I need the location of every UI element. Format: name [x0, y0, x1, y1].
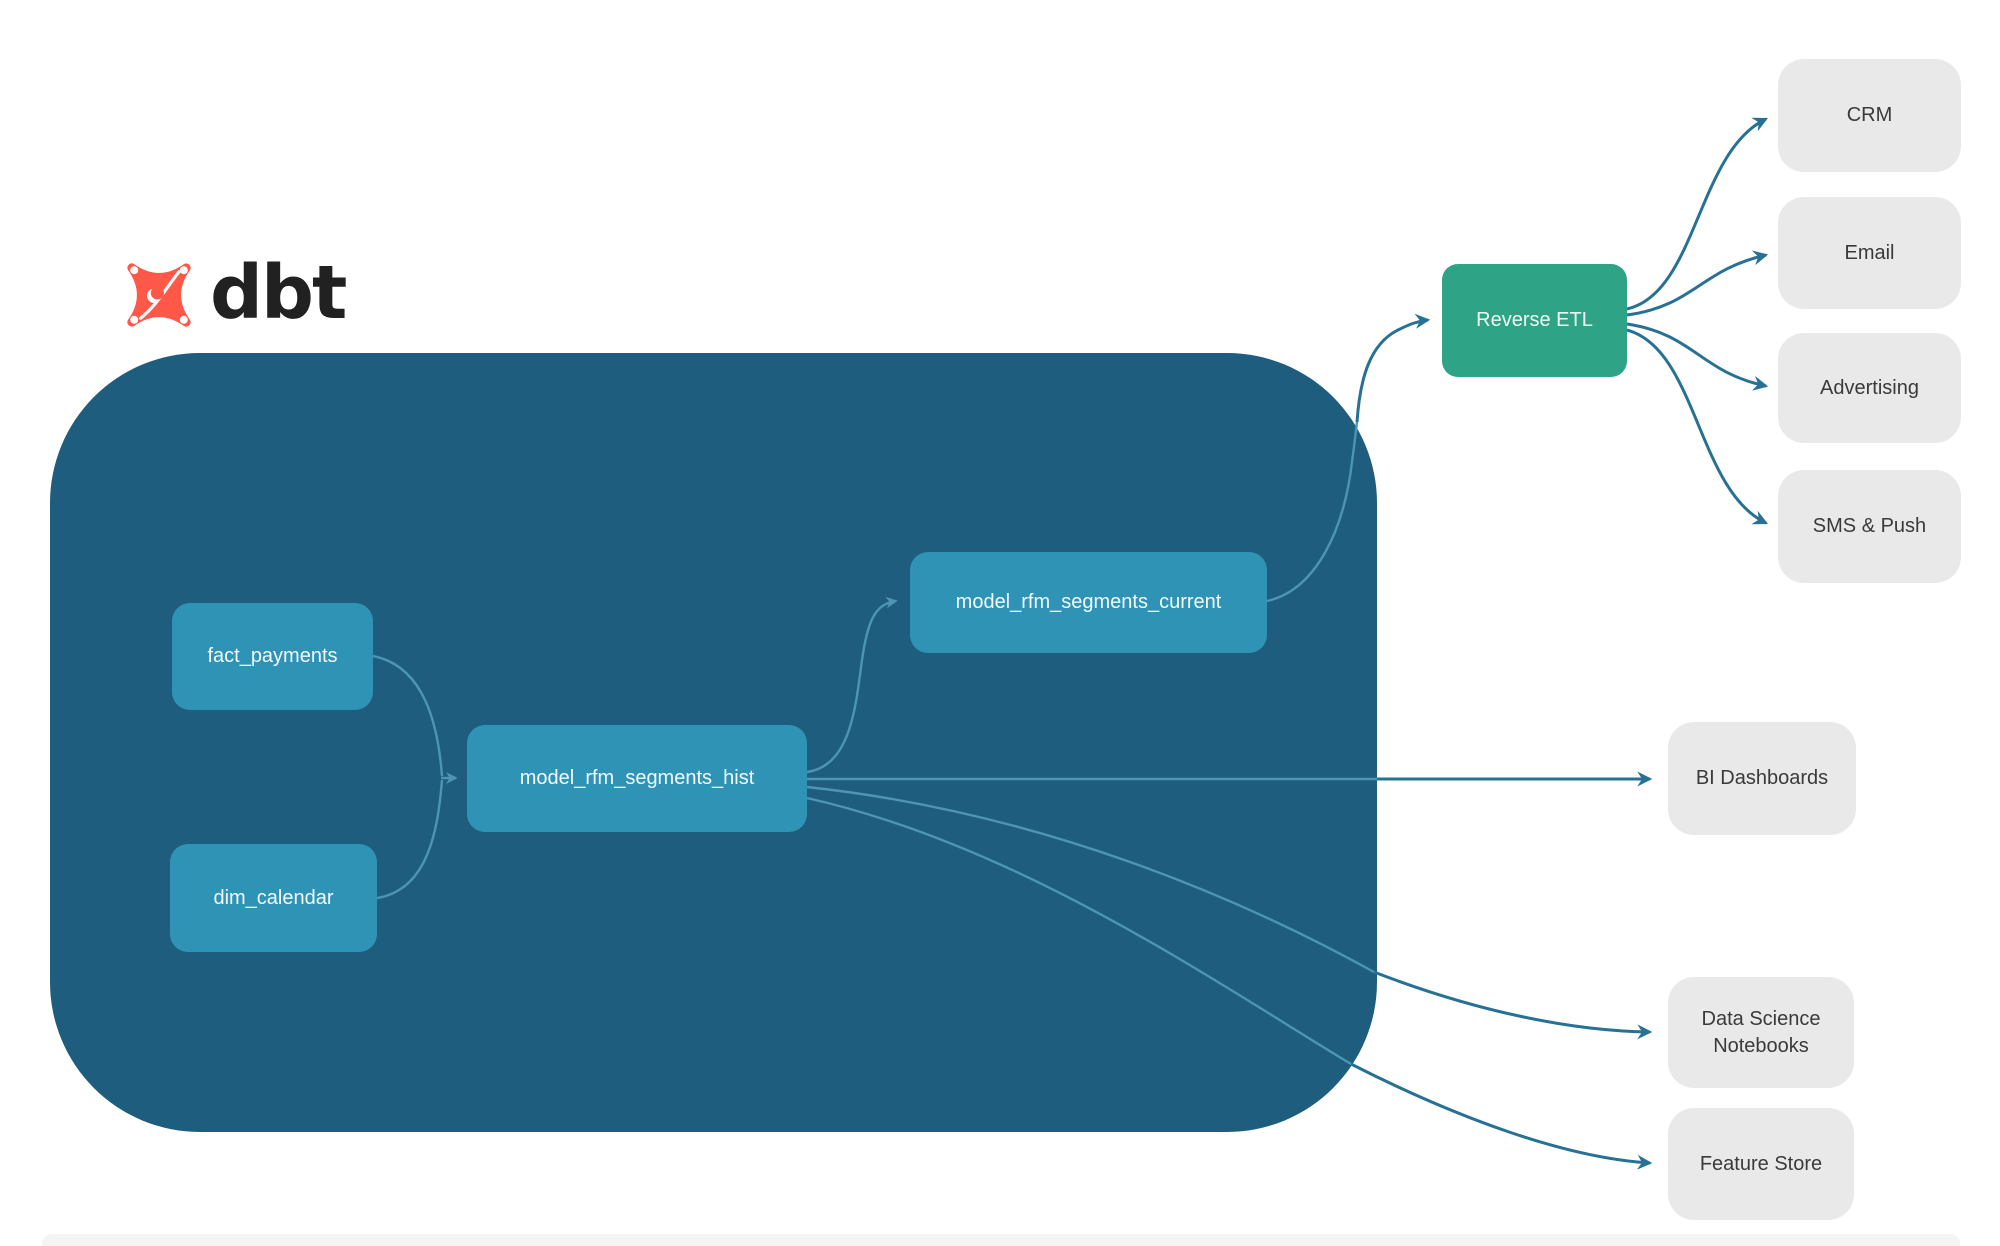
- edge-retl-to-crm: [1626, 117, 1769, 311]
- node-label: dim_calendar: [213, 886, 334, 909]
- edge-retl-to-advertising: [1626, 322, 1769, 391]
- node-label: BI Dashboards: [1695, 767, 1829, 789]
- node-email: Email: [1778, 197, 1961, 309]
- dbt-wordmark: dbt: [210, 250, 347, 336]
- node-label: Data Science Notebooks: [1701, 1007, 1821, 1057]
- node-label: CRM: [1846, 104, 1893, 126]
- dbt-star-icon: [127, 263, 191, 327]
- node-advertising: Advertising: [1778, 333, 1961, 443]
- dbt-logo: dbt: [118, 250, 378, 340]
- node-model-rfm-segments-current: model_rfm_segments_current: [910, 552, 1267, 653]
- node-reverse-etl: Reverse ETL: [1442, 264, 1627, 377]
- node-label: Email: [1844, 241, 1895, 264]
- node-sms-push: SMS & Push: [1778, 470, 1961, 583]
- node-bi-dashboards: BI Dashboards: [1668, 722, 1856, 835]
- node-label: model_rfm_segments_hist: [519, 767, 755, 789]
- node-label: Reverse ETL: [1476, 309, 1593, 331]
- edge-retl-to-email: [1626, 250, 1769, 317]
- node-data-science-notebooks: Data Science Notebooks: [1668, 977, 1854, 1088]
- node-model-rfm-segments-hist: model_rfm_segments_hist: [467, 725, 807, 832]
- node-label: model_rfm_segments_current: [955, 591, 1222, 613]
- edge-current-to-retl: [1355, 313, 1431, 423]
- node-crm: CRM: [1778, 59, 1961, 172]
- node-label: Advertising: [1820, 376, 1919, 399]
- node-fact-payments: fact_payments: [172, 603, 373, 710]
- node-label: fact_payments: [207, 645, 338, 667]
- node-feature-store: Feature Store: [1668, 1108, 1854, 1220]
- node-label: SMS & Push: [1812, 515, 1927, 537]
- node-dim-calendar: dim_calendar: [170, 844, 377, 952]
- node-label: Feature Store: [1699, 1152, 1823, 1175]
- edge-hist-to-fs: [1350, 1062, 1653, 1170]
- cropped-bottom-band: [42, 1234, 1960, 1246]
- edge-retl-to-sms: [1626, 328, 1769, 525]
- edge-hist-to-ds: [1373, 970, 1653, 1040]
